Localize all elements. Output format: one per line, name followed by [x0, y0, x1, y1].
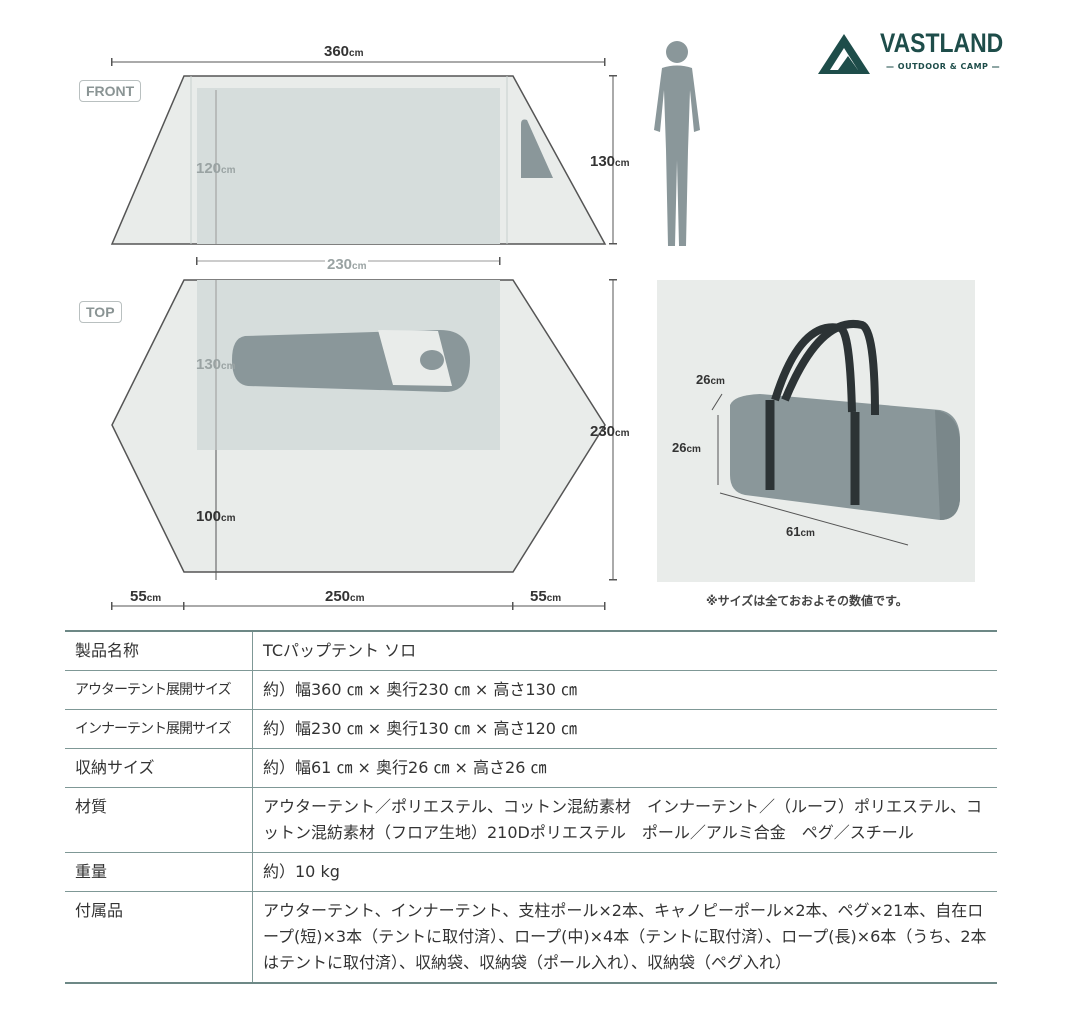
storage-bag-icon: [730, 319, 960, 520]
front-window: [521, 119, 553, 178]
spec-key: 製品名称: [65, 630, 253, 671]
bag-height: 26cm: [672, 440, 701, 455]
dim-bottom-right: 55cm: [530, 588, 562, 605]
spec-key: 収納サイズ: [65, 748, 253, 788]
size-note: ※サイズは全ておおよその数値です。: [706, 594, 908, 608]
spec-value: 約）10 kg: [252, 852, 997, 892]
spec-row: アウターテント展開サイズ約）幅360 ㎝ × 奥行230 ㎝ × 高さ130 ㎝: [65, 670, 997, 710]
spec-row: 材質アウターテント／ポリエステル、コットン混紡素材 インナーテント／（ルーフ）ポ…: [65, 787, 997, 853]
spec-value: TCパップテント ソロ: [252, 630, 997, 671]
dim-front-width: 360cm: [324, 43, 364, 60]
spec-row: 収納サイズ約）幅61 ㎝ × 奥行26 ㎝ × 高さ26 ㎝: [65, 748, 997, 788]
spec-value: アウターテント／ポリエステル、コットン混紡素材 インナーテント／（ルーフ）ポリエ…: [252, 787, 997, 853]
dim-bottom-mid: 250cm: [325, 588, 365, 605]
spec-key: アウターテント展開サイズ: [65, 670, 253, 710]
dim-front-area: 100cm: [196, 508, 236, 525]
dim-inner-width: 230cm: [325, 256, 369, 273]
person-silhouette-icon: [654, 41, 700, 246]
vastland-logo-icon: [818, 34, 870, 74]
front-inner-tent: [197, 88, 500, 244]
spec-key: 付属品: [65, 891, 253, 984]
spec-value: 約）幅360 ㎝ × 奥行230 ㎝ × 高さ130 ㎝: [252, 670, 997, 710]
spec-key: 重量: [65, 852, 253, 892]
spec-value: 約）幅230 ㎝ × 奥行130 ㎝ × 高さ120 ㎝: [252, 709, 997, 749]
spec-row: 重量約）10 kg: [65, 852, 997, 892]
dim-front-height: 130cm: [590, 153, 630, 170]
bag-depth: 26cm: [696, 372, 725, 387]
front-view-tag: FRONT: [79, 80, 142, 102]
spec-value: アウターテント、インナーテント、支柱ポール×2本、キャノピーポール×2本、ペグ×…: [252, 891, 997, 984]
dim-top-depth: 230cm: [590, 423, 630, 440]
spec-value: 約）幅61 ㎝ × 奥行26 ㎝ × 高さ26 ㎝: [252, 748, 997, 788]
spec-row: 付属品アウターテント、インナーテント、支柱ポール×2本、キャノピーポール×2本、…: [65, 891, 997, 984]
dim-inner-height: 120cm: [196, 160, 236, 177]
spec-key: 材質: [65, 787, 253, 853]
bag-width: 61cm: [786, 524, 815, 539]
dim-bottom-left: 55cm: [130, 588, 162, 605]
top-view-tag: TOP: [79, 301, 122, 323]
tent-diagram: [110, 41, 975, 610]
brand-tagline: — OUTDOOR & CAMP —: [886, 62, 1001, 71]
spec-row: インナーテント展開サイズ約）幅230 ㎝ × 奥行130 ㎝ × 高さ120 ㎝: [65, 709, 997, 749]
spec-key: インナーテント展開サイズ: [65, 709, 253, 749]
dim-inner-depth: 130cm: [196, 356, 236, 373]
brand-name: VASTLAND: [880, 28, 1004, 58]
